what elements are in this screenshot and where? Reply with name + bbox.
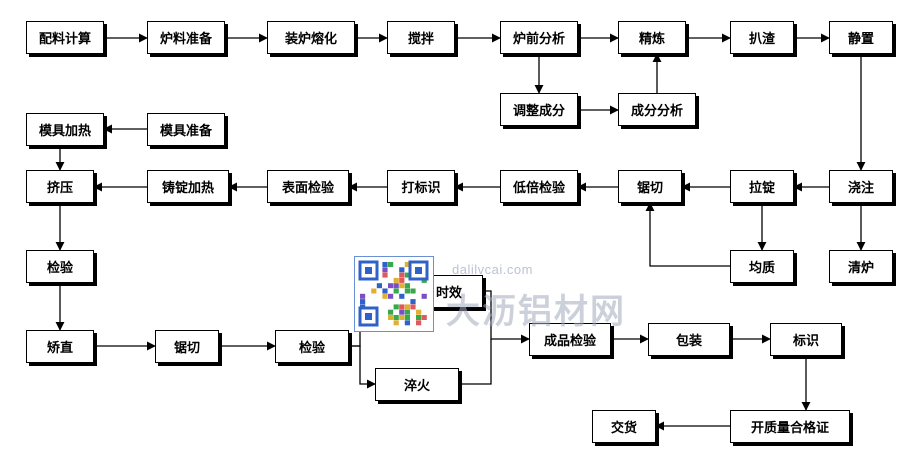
qr-cell xyxy=(421,315,427,320)
qr-cell xyxy=(421,293,427,299)
qr-cell xyxy=(388,293,394,299)
node-biaoshi2: 标识 xyxy=(770,323,842,356)
node-juqie1: 锯切 xyxy=(618,170,682,203)
node-jinglian: 精炼 xyxy=(618,21,686,54)
qr-cell xyxy=(399,277,405,283)
node-jianyan1: 检验 xyxy=(26,250,94,283)
qr-cell xyxy=(393,320,399,326)
qr-cell xyxy=(399,272,405,278)
node-cuihuo: 淬火 xyxy=(375,368,459,401)
qr-cell xyxy=(416,320,422,326)
qr-cell xyxy=(404,262,410,267)
watermark-url: dalilvcai.com xyxy=(452,262,533,277)
qr-cell xyxy=(388,283,394,289)
node-mojujiare: 模具加热 xyxy=(26,113,104,146)
qr-cell xyxy=(404,309,410,315)
qr-cell xyxy=(399,315,405,320)
connector-cuihuo-to-chengpin xyxy=(459,339,492,385)
node-dabiaoshi1: 打标识 xyxy=(387,170,455,203)
qr-cell xyxy=(399,304,405,310)
qr-cell xyxy=(404,283,410,289)
qr-cell xyxy=(360,293,366,299)
node-juqie2: 锯切 xyxy=(155,330,219,363)
node-zhengshu: 开质量合格证 xyxy=(730,410,850,443)
watermark-brand: 大沥铝材网 xyxy=(446,293,626,331)
node-zhuanglu: 装炉熔化 xyxy=(267,21,355,54)
qr-cell xyxy=(393,283,399,289)
qr-finder-core xyxy=(365,313,372,320)
connector-shixiao-to-chengpin xyxy=(483,290,530,344)
node-jianyan2: 检验 xyxy=(275,330,349,363)
qr-cell xyxy=(399,283,405,289)
qr-cell xyxy=(388,315,394,320)
node-chengpin: 成品检验 xyxy=(529,323,611,356)
node-qinglu: 清炉 xyxy=(829,250,893,283)
qr-cell xyxy=(382,272,388,278)
qr-cell xyxy=(404,272,410,278)
node-bazha: 扒渣 xyxy=(730,21,794,54)
qr-cell xyxy=(416,315,422,320)
qr-cell xyxy=(382,262,388,267)
node-jiaozhu: 浇注 xyxy=(829,170,893,203)
qr-cell xyxy=(410,304,416,310)
qr-cell xyxy=(404,304,410,310)
node-junzhi: 均质 xyxy=(730,250,794,283)
qr-finder-core xyxy=(415,267,422,274)
qr-cell xyxy=(388,309,394,315)
node-zhudingjiare: 铸锭加热 xyxy=(147,170,229,203)
qr-cell xyxy=(360,299,366,305)
qr-cell xyxy=(410,299,416,305)
qr-cell xyxy=(382,293,388,299)
qr-cell xyxy=(404,288,410,294)
qr-cell xyxy=(404,315,410,320)
qr-cell xyxy=(399,309,405,315)
qr-cell xyxy=(388,262,394,267)
qr-code-icon xyxy=(354,256,434,332)
node-peiliao: 配料计算 xyxy=(26,21,104,54)
qr-cell xyxy=(399,293,405,299)
node-jiaohuo: 交货 xyxy=(592,410,656,443)
qr-cell xyxy=(393,288,399,294)
node-baozhuang: 包装 xyxy=(648,323,730,356)
node-jingzhi: 静置 xyxy=(829,21,893,54)
node-luqian: 炉前分析 xyxy=(500,21,578,54)
node-biaomian: 表面检验 xyxy=(267,170,349,203)
qr-cell xyxy=(404,320,410,326)
qr-finder-core xyxy=(365,267,372,274)
node-jiaoban: 搅拌 xyxy=(387,21,455,54)
qr-cell xyxy=(371,288,377,294)
node-dibei: 低倍检验 xyxy=(500,170,578,203)
qr-cell xyxy=(376,283,382,289)
node-jiya: 挤压 xyxy=(26,170,94,203)
node-tiaozheng: 调整成分 xyxy=(500,93,578,126)
qr-cell xyxy=(393,277,399,283)
qr-cell xyxy=(393,315,399,320)
node-lading: 拉锭 xyxy=(730,170,794,203)
qr-cell xyxy=(410,288,416,294)
qr-cell xyxy=(399,267,405,273)
node-jiaozhi: 矫直 xyxy=(26,330,94,363)
node-chengfen: 成分分析 xyxy=(618,93,696,126)
node-luliao: 炉料准备 xyxy=(147,21,225,54)
qr-cell xyxy=(382,288,388,294)
qr-cell xyxy=(382,267,388,273)
connector-jianyan2-to-cuihuo xyxy=(349,345,376,389)
qr-cell xyxy=(416,309,422,315)
node-mojuzhunbei: 模具准备 xyxy=(147,113,225,146)
qr-cell xyxy=(393,304,399,310)
connector-junzhi-to-juqie1 xyxy=(645,202,730,267)
